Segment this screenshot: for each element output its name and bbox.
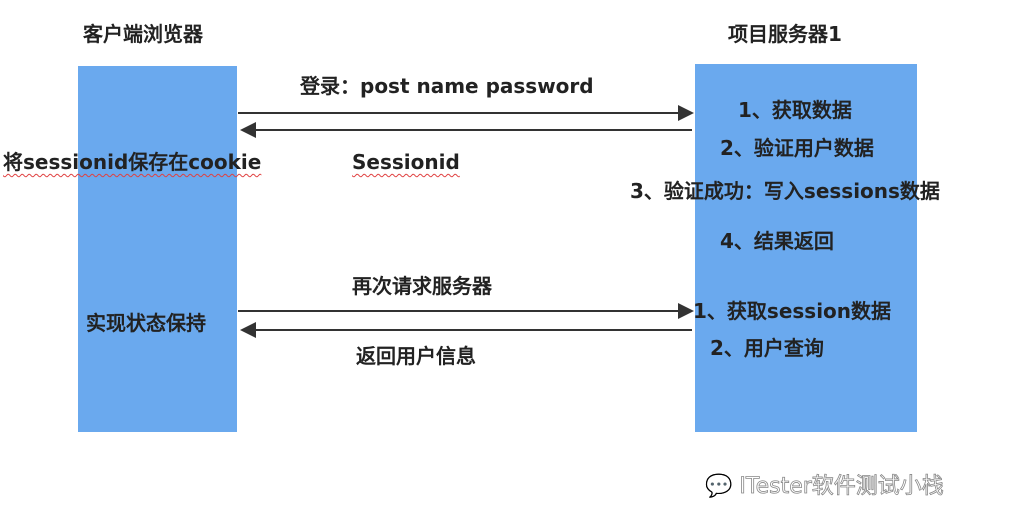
server-step: 4、结果返回 xyxy=(720,229,834,253)
watermark-text: ITester软件测试小栈 xyxy=(739,474,944,500)
watermark: 💬 ITester软件测试小栈 xyxy=(705,468,945,500)
return-user-label: 返回用户信息 xyxy=(356,344,476,368)
keep-state-note: 实现状态保持 xyxy=(86,311,206,335)
server-step: 3、验证成功：写入sessions数据 xyxy=(630,179,940,203)
sessionid-text: Sessionid xyxy=(352,150,460,174)
client-lifeline xyxy=(78,66,237,432)
server-title: 项目服务器1 xyxy=(728,22,842,46)
save-cookie-text: 将sessionid保存在cookie xyxy=(3,150,262,174)
login-label: 登录：post name password xyxy=(300,74,594,98)
sessionid-label: Sessionid xyxy=(352,150,460,174)
request-again-label: 再次请求服务器 xyxy=(352,274,492,298)
server-step: 2、用户查询 xyxy=(710,336,824,360)
save-cookie-note: 将sessionid保存在cookie xyxy=(3,150,261,174)
server-step: 1、获取session数据 xyxy=(693,299,892,323)
client-title: 客户端浏览器 xyxy=(83,22,203,46)
server-lifeline xyxy=(695,64,917,432)
server-step: 1、获取数据 xyxy=(738,98,852,122)
server-step: 2、验证用户数据 xyxy=(720,136,874,160)
wechat-icon: 💬 xyxy=(705,474,733,500)
